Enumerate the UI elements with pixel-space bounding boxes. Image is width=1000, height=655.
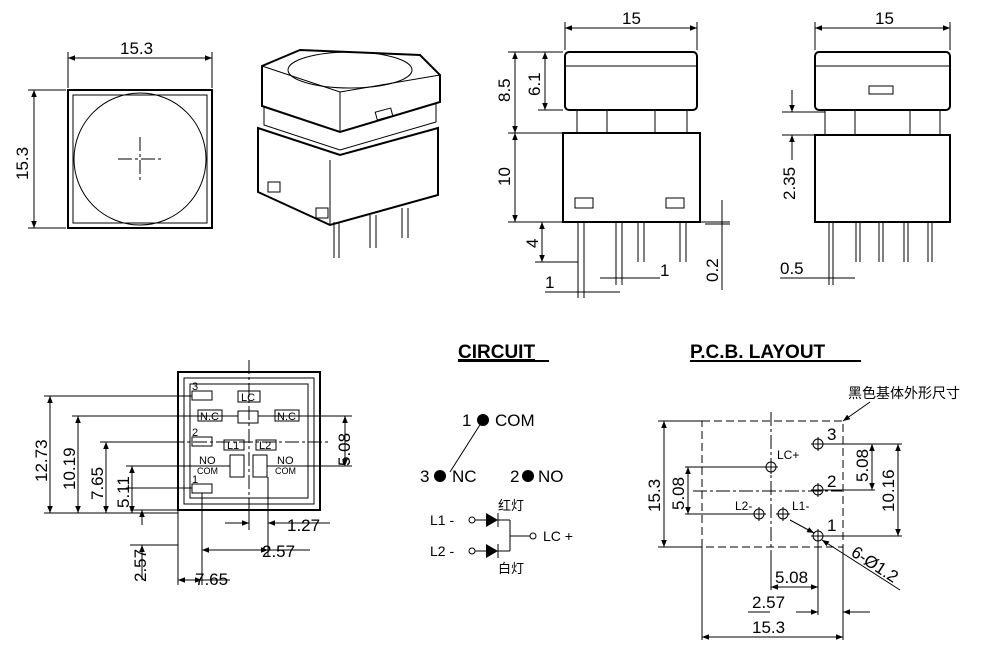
- circuit-pin2: 2: [510, 467, 519, 486]
- pcb-dim-5-08-right: 5.08: [853, 449, 872, 482]
- circuit-diagram: CIRCUIT 1 COM 3 NC 2 NO L1 - 红灯 L2 - 白灯 …: [420, 342, 573, 577]
- pcb-dim-5-08-left: 5.08: [669, 477, 688, 510]
- side-view: 15 2.35 0.5: [780, 9, 951, 285]
- bottom-com-right-label: COM: [275, 466, 296, 476]
- pcb-holes: [752, 437, 825, 543]
- circuit-com: COM: [495, 411, 535, 430]
- circuit-l1: L1 -: [430, 512, 454, 528]
- circuit-lc-plus: LC +: [543, 528, 573, 544]
- body-height-dim: 10: [495, 167, 514, 186]
- white-led-diode-icon: [486, 544, 498, 558]
- pcb-pin3: 3: [827, 425, 836, 444]
- front-view: 15 8.5 6.1 10 4 1 1 0.2: [495, 9, 730, 298]
- bottom-nc-left-label: N.C: [200, 411, 219, 423]
- pin-spacing-dim: 1: [660, 261, 669, 280]
- pcb-dim-5-08-bottom: 5.08: [775, 568, 808, 587]
- circuit-nc: NC: [452, 467, 477, 486]
- pcb-layout: P.C.B. LAYOUT 黑色基体外形尺寸 3 2 1 LC+ L2- L1-…: [645, 342, 960, 640]
- top-height-dim: 15.3: [13, 147, 32, 180]
- bottom-pin2-label: 2: [192, 427, 198, 439]
- circuit-red-led: 红灯: [498, 498, 524, 514]
- pcb-title: P.C.B. LAYOUT: [690, 342, 826, 363]
- pin-width-dim: 1: [545, 273, 554, 292]
- bottom-com-left-label: COM: [197, 466, 218, 476]
- pcb-l1-minus: L1-: [792, 499, 809, 513]
- dim-1-27: 1.27: [287, 516, 320, 535]
- circuit-l2: L2 -: [430, 543, 454, 559]
- pcb-dim-2-57: 2.57: [752, 593, 785, 612]
- dim-2-57-horizontal: 2.57: [262, 542, 295, 561]
- dim-5-08: 5.08: [335, 433, 354, 466]
- bottom-l2-label: L2: [259, 440, 271, 452]
- pcb-pin2: 2: [827, 472, 836, 491]
- bottom-pin3-label: 3: [192, 381, 198, 393]
- bottom-no-left-label: NO: [199, 455, 216, 467]
- dim-10-19: 10.19: [60, 447, 79, 490]
- pin-thickness-dim: 0.2: [703, 258, 722, 282]
- isometric-view: [257, 48, 441, 258]
- dim-7-65-vertical: 7.65: [88, 467, 107, 500]
- front-width-dim: 15: [622, 9, 641, 28]
- pcb-pin1: 1: [827, 516, 836, 535]
- bottom-view: 3 2 1 LC N.C N.C L1 L2 NO COM NO COM 12.…: [32, 360, 354, 589]
- pcb-l2-minus: L2-: [735, 499, 752, 513]
- dim-12-73: 12.73: [32, 439, 51, 482]
- dim-7-65-horizontal: 7.65: [195, 570, 228, 589]
- circuit-no: NO: [538, 467, 564, 486]
- bottom-l1-label: L1: [227, 440, 239, 452]
- red-led-diode-icon: [486, 513, 498, 527]
- pcb-width-dim: 15.3: [752, 618, 785, 637]
- bottom-no-right-label: NO: [277, 455, 294, 467]
- circuit-pin1: 1: [462, 411, 471, 430]
- bottom-pin1-label: 1: [192, 474, 198, 486]
- circuit-white-led: 白灯: [498, 561, 524, 577]
- circuit-title: CIRCUIT: [458, 342, 535, 363]
- pcb-note: 黑色基体外形尺寸: [848, 385, 960, 402]
- side-width-dim: 15: [875, 9, 894, 28]
- top-width-dim: 15.3: [120, 39, 153, 58]
- cap-total-dim: 8.5: [495, 78, 514, 102]
- bottom-lc-label: LC: [241, 392, 255, 404]
- stem-gap-dim: 2.35: [780, 167, 799, 200]
- side-pin-width-dim: 0.5: [780, 259, 804, 278]
- pin-length-dim: 4: [523, 239, 542, 248]
- bottom-nc-right-label: N.C: [277, 411, 296, 423]
- dim-2-57-vertical: 2.57: [131, 549, 150, 582]
- pcb-height-dim: 15.3: [645, 479, 664, 512]
- cap-height-dim: 6.1: [525, 72, 544, 96]
- pcb-holes-dim: 6-Ø1.2: [848, 542, 902, 586]
- pcb-lc-plus: LC+: [777, 448, 799, 462]
- pcb-dim-10-16: 10.16: [879, 469, 898, 512]
- dim-5-11: 5.11: [114, 476, 133, 508]
- top-view: 15.3 15.3: [13, 39, 213, 229]
- circuit-pin3: 3: [420, 467, 429, 486]
